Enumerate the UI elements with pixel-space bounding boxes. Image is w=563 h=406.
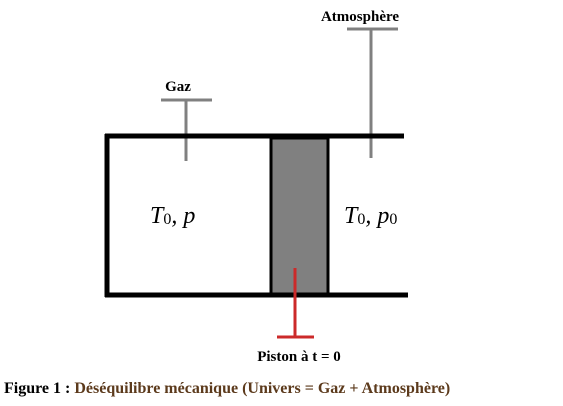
atmosphere-pointer	[347, 27, 398, 158]
gas-temperature-symbol: T	[150, 203, 165, 229]
gas-label: Gaz	[165, 79, 191, 95]
caption-prefix: Figure 1 :	[4, 380, 74, 397]
piston-position-marker	[277, 268, 314, 339]
atmosphere-temperature-symbol: T	[344, 203, 359, 229]
gas-pointer	[161, 98, 212, 161]
gas-temperature-subscript: 0	[163, 211, 171, 228]
gas-state-separator: ,	[171, 203, 183, 229]
figure-caption: Figure 1 : Déséquilibre mécanique (Unive…	[4, 380, 450, 397]
atmosphere-temperature-subscript: 0	[357, 211, 365, 228]
piston-label: Piston à t = 0	[257, 349, 341, 365]
gas-pressure-symbol: p	[181, 203, 195, 229]
caption-text: Déséquilibre mécanique (Univers = Gaz + …	[74, 380, 450, 397]
piston	[269, 136, 330, 296]
atmosphere-pressure-symbol: p	[375, 203, 389, 229]
atmosphere-label: Atmosphère	[321, 9, 399, 25]
atmosphere-state-separator: ,	[365, 203, 377, 229]
atmosphere-state-label: T0, p0	[344, 203, 397, 229]
cylinder-walls	[104, 133, 408, 298]
gas-state-label: T0, p	[150, 203, 195, 229]
atmosphere-pressure-subscript: 0	[389, 211, 397, 228]
